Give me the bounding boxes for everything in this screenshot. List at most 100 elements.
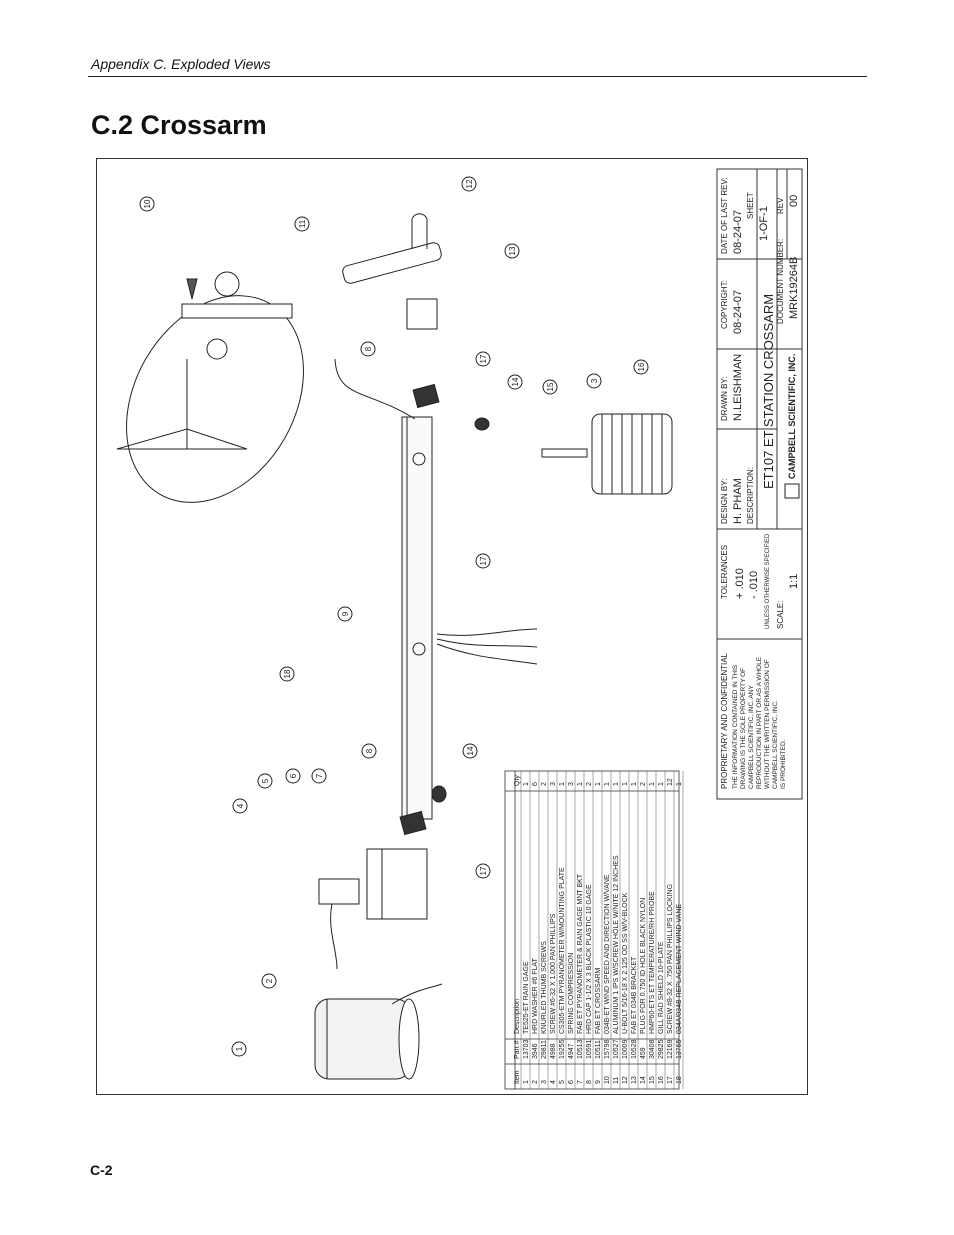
table-cell: 12169 [667,1039,674,1059]
table-cell: 10513 [577,1039,584,1059]
wind-sensor-body [181,303,293,319]
callout-number: 11 [298,219,307,228]
table-cell: 1 [649,782,656,786]
table-cell: 12 [667,778,674,786]
callout-balloon [139,196,155,212]
callout-number: 3 [590,378,599,383]
callout-balloon [257,773,273,789]
tolerance-minus: - .010 [748,571,760,599]
table-cell: 1 [523,782,530,786]
table-cell: 14 [640,1076,647,1084]
table-cell: 3946 [532,1043,539,1059]
anemometer-cup [206,338,228,360]
table-cell: 29825 [658,1039,665,1059]
callout-balloon [475,553,491,569]
date-rev: 08-24-07 [732,210,744,254]
table-cell: 11 [613,1077,620,1084]
callout-balloon [507,374,523,390]
callout-number: 8 [365,748,374,753]
design-by-label: DESIGN BY: [720,479,729,524]
proprietary-line: THE INFORMATION CONTAINED IN THIS [732,664,739,789]
rain-gage-cable [391,983,443,1005]
callout-number: 6 [289,773,298,778]
sheet: 1-OF-1 [758,206,770,241]
table-cell: 10 [604,1076,611,1084]
table-cell: 034A/034B REPLACEMENT WIND VANE [676,904,683,1034]
callout-balloon [232,798,248,814]
table-cell: 6 [568,1080,575,1084]
table-cell: 29811 [541,1040,548,1059]
table-cell: 1 [613,782,620,786]
table-cell: U-BOLT 5/16-18 X 2.125 OD SS W/V-BLOCK [622,892,629,1034]
sheet-label: SHEET [746,192,755,219]
table-cell: 10527 [613,1039,620,1059]
proprietary-line: REPRODUCTION IN PART OR AS A WHOLE [756,656,763,789]
copyright: 08-24-07 [732,290,744,334]
plug [431,785,447,803]
aluminum-pipe [342,242,442,284]
callout-number: 9 [341,611,350,616]
table-cell: FAB ET 034B BRACKET [631,956,638,1034]
callout-number: 16 [637,362,646,371]
callout-balloon [337,606,353,622]
wind-sensor-bracket [406,298,438,330]
table-cell: 034B-ET WIND SPEED AND DIRECTION W/VANE [604,874,611,1034]
table-cell: 8 [586,1080,593,1084]
callout-number: 14 [466,746,475,755]
header-rule [88,76,867,77]
company: CAMPBELL SCIENTIFIC, INC. [787,354,797,479]
callout-balloon [279,666,295,682]
callout-number: 7 [315,773,324,778]
anemometer-cup [214,271,240,297]
table-cell: HRD CAP 1-1/2 X 3 BLACK PLASTIC 10 GAGE [586,884,593,1034]
rev: 00 [788,195,800,207]
vane-tail [186,278,198,300]
table-header-cell: Description [514,999,521,1034]
callout-number: 18 [283,669,292,678]
callout-balloon [586,373,602,389]
table-cell: 1 [595,782,602,786]
company-logo [784,483,800,499]
callout-balloon [261,973,277,989]
callout-number: 4 [236,803,245,808]
callout-number: 10 [143,199,152,208]
table-cell: 1 [604,782,611,786]
table-cell: FAB ET CROSSARM [595,967,602,1034]
proprietary-title: PROPRIETARY AND CONFIDENTIAL [720,652,729,789]
tolerance-plus: + .010 [734,568,746,599]
table-cell: 2 [640,782,647,786]
table-header-cell: Item [514,1070,521,1084]
description-label: DESCRIPTION: [746,467,755,524]
table-cell: 4988 [550,1043,557,1059]
scale-label: SCALE: [776,601,785,629]
table-cell: 1 [577,782,584,786]
callout-number: 13 [508,246,517,255]
page-number: C-2 [90,1162,113,1178]
table-cell: 13765 [676,1039,683,1059]
crossarm [401,416,433,820]
proprietary-line: WITHOUT THE WRITTEN PERMISSION OF [764,659,771,789]
callout-balloon [285,768,301,784]
section-title: C.2 Crossarm [91,110,267,140]
table-cell: 2 [541,782,548,786]
unless-note: UNLESS OTHERWISE SPECIFIED [765,533,771,629]
table-cell: 2 [532,1080,539,1084]
drawn-by-label: DRAWN BY: [720,376,729,421]
callout-number: 17 [479,556,488,565]
sensor-cables [436,628,538,665]
callout-number: 14 [511,377,520,386]
table-cell: 1 [559,782,566,786]
table-cell: 3 [541,1080,548,1084]
table-cell: 10009 [622,1039,629,1059]
table-cell: 10528 [631,1039,638,1059]
callout-balloon [475,863,491,879]
table-cell: SPRING COMPRESSION [568,953,575,1034]
exploded-parts [116,213,673,1080]
table-cell: 4 [550,1080,557,1084]
rain-gage [314,998,420,1080]
design-by: H. PHAM [732,478,744,524]
table-cell: KNURLED THUMB SCREWS [541,941,548,1034]
temperature-probe [541,448,588,458]
callout-balloon [633,359,649,375]
